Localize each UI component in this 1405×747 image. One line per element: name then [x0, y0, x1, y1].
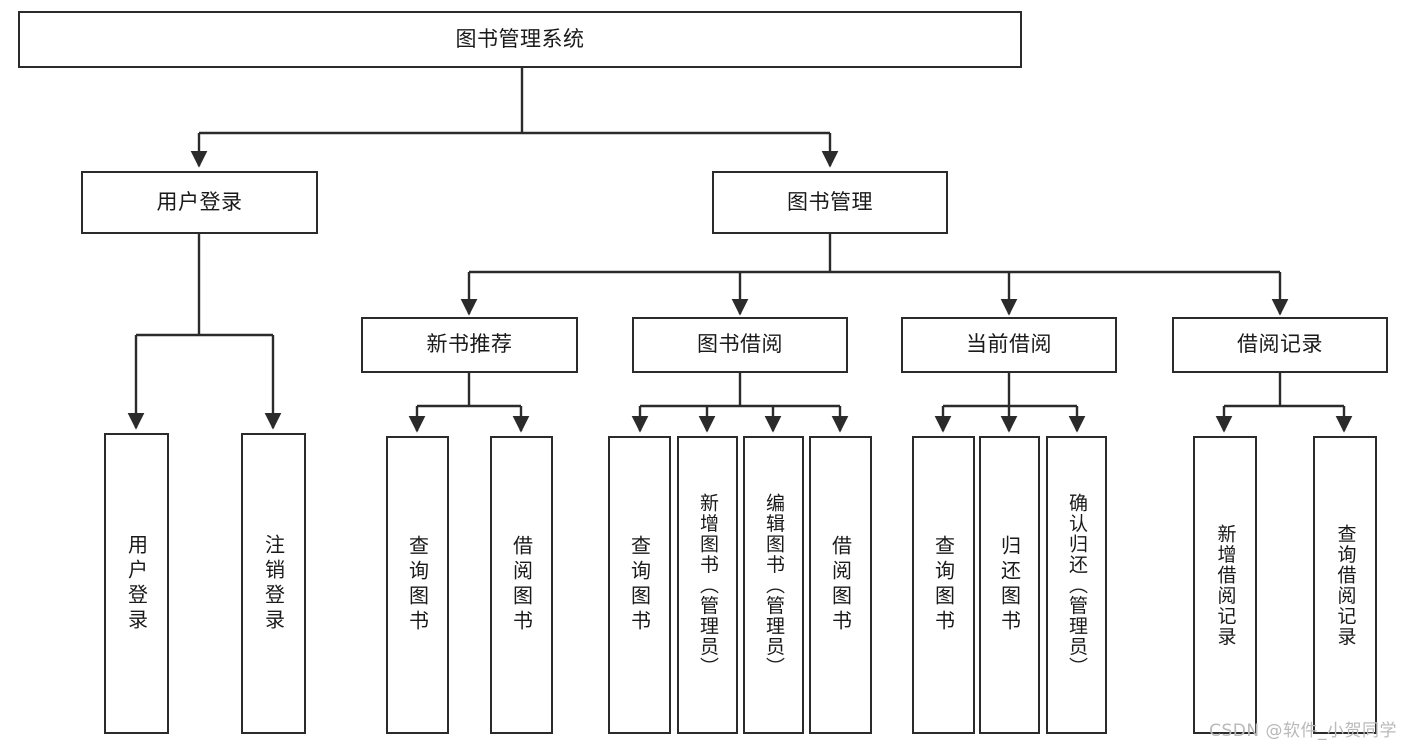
node-book-management-label: 图书管理 [787, 189, 873, 214]
leaf-query-books-current[interactable]: 查询图书 [912, 436, 975, 734]
node-new-book-recommend-label: 新书推荐 [426, 332, 513, 357]
leaf-query-borrow-record-label: 查询借阅记录 [1334, 523, 1357, 647]
leaf-logout-label: 注销登录 [261, 533, 286, 634]
leaf-edit-book-admin-label: 编辑图书（管理员） [763, 492, 785, 678]
leaf-query-borrow-record[interactable]: 查询借阅记录 [1313, 436, 1377, 734]
leaf-borrow-books-borrow[interactable]: 借阅图书 [809, 436, 872, 734]
leaf-query-books-newbook-label: 查询图书 [405, 535, 430, 635]
leaf-borrow-books-newbook-label: 借阅图书 [509, 535, 534, 635]
csdn-watermark: CSDN @软件_小贺同学 [1209, 721, 1397, 741]
leaf-query-books-borrow-label: 查询图书 [627, 535, 652, 635]
leaf-user-login-label: 用户登录 [124, 533, 149, 634]
node-current-borrow-label: 当前借阅 [966, 332, 1052, 357]
node-user-login[interactable]: 用户登录 [81, 171, 318, 234]
leaf-edit-book-admin[interactable]: 编辑图书（管理员） [743, 436, 804, 734]
node-new-book-recommend[interactable]: 新书推荐 [361, 317, 578, 373]
node-book-borrow-label: 图书借阅 [697, 332, 783, 357]
node-current-borrow[interactable]: 当前借阅 [901, 317, 1117, 373]
node-root[interactable]: 图书管理系统 [18, 11, 1022, 68]
leaf-borrow-books-newbook[interactable]: 借阅图书 [490, 436, 553, 734]
leaf-add-book-admin[interactable]: 新增图书（管理员） [677, 436, 738, 734]
leaf-query-books-borrow[interactable]: 查询图书 [608, 436, 671, 734]
node-user-login-label: 用户登录 [156, 189, 243, 214]
leaf-add-borrow-record-label: 新增借阅记录 [1214, 523, 1237, 647]
leaf-confirm-return-admin[interactable]: 确认归还（管理员） [1046, 436, 1107, 734]
node-borrow-records-label: 借阅记录 [1237, 332, 1323, 357]
leaf-confirm-return-admin-label: 确认归还（管理员） [1066, 492, 1088, 678]
node-book-management[interactable]: 图书管理 [712, 171, 948, 234]
leaf-logout[interactable]: 注销登录 [241, 433, 306, 734]
leaf-query-books-current-label: 查询图书 [931, 535, 956, 635]
leaf-add-book-admin-label: 新增图书（管理员） [697, 492, 719, 678]
leaf-return-books[interactable]: 归还图书 [979, 436, 1040, 734]
leaf-borrow-books-borrow-label: 借阅图书 [828, 535, 853, 635]
leaf-return-books-label: 归还图书 [997, 535, 1022, 635]
leaf-query-books-newbook[interactable]: 查询图书 [386, 436, 449, 734]
leaf-add-borrow-record[interactable]: 新增借阅记录 [1193, 436, 1257, 734]
leaf-user-login[interactable]: 用户登录 [104, 433, 169, 734]
node-borrow-records[interactable]: 借阅记录 [1172, 317, 1388, 373]
node-book-borrow[interactable]: 图书借阅 [632, 317, 848, 373]
node-root-label: 图书管理系统 [455, 26, 585, 51]
